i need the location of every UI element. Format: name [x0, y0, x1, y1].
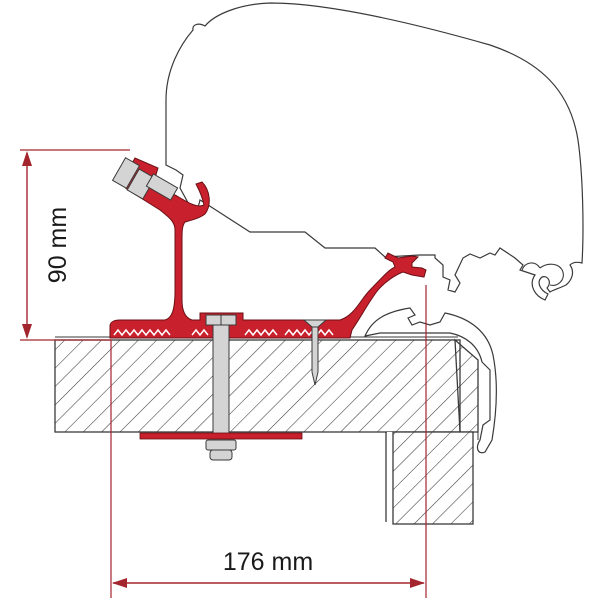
through-bolt [139, 314, 303, 461]
width-dimension-label: 176 mm [223, 548, 313, 576]
awning-cassette [165, 2, 584, 301]
adapter-bracket [109, 157, 427, 339]
clamp-bolt [111, 157, 179, 201]
dimension-width: 176 mm [110, 285, 427, 598]
backing-plate [139, 432, 303, 440]
roof-edge-rail [363, 307, 497, 454]
wood-screw [302, 319, 328, 386]
wall-panel [385, 431, 474, 525]
roof-panel [54, 336, 479, 433]
dimension-height: 90 mm [20, 149, 130, 341]
height-dimension-label: 90 mm [44, 207, 72, 283]
